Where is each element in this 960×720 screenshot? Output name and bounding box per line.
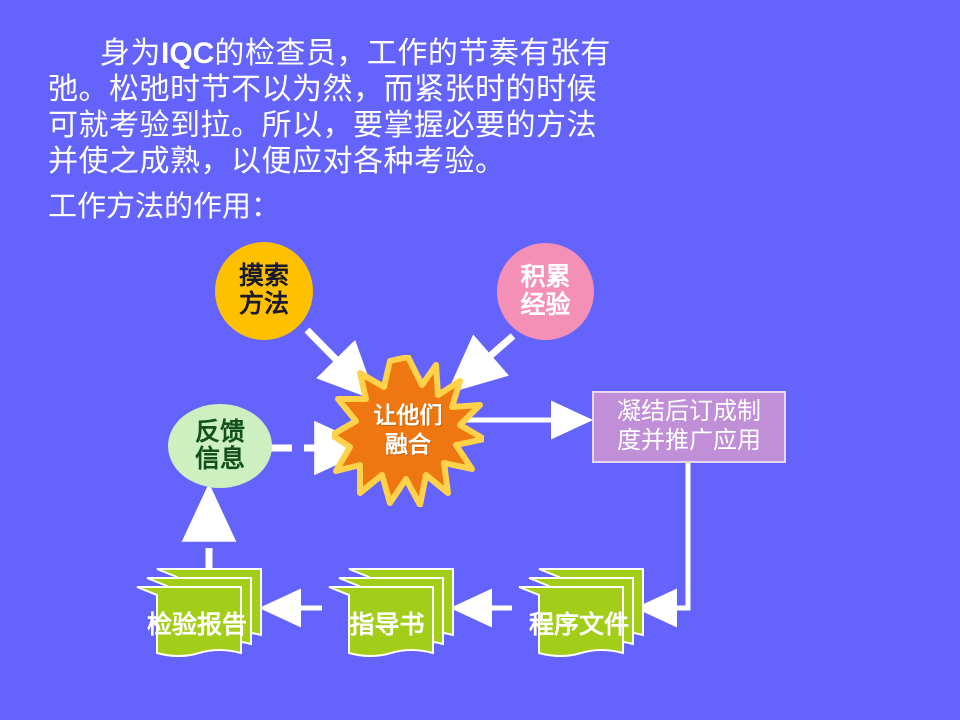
node-codify-policy[interactable]: 凝结后订成制 度并推广应用 (592, 391, 786, 463)
document-stack-icon (136, 568, 262, 657)
body-paragraph: 身为IQC的检查员，工作的节奏有张有 弛。松弛时节不以为然，而紧张时的时候 可就… (48, 36, 668, 180)
node-fuse-them-line-2: 融合 (385, 432, 431, 457)
body-line1-suffix: 的检查员，工作的节奏有张有 (214, 37, 611, 70)
body-line1-prefix: 身为 (100, 37, 161, 70)
node-codify-policy-line-1: 凝结后订成制 (617, 398, 761, 425)
node-explore-methods-line-2: 方法 (238, 291, 289, 318)
node-procedure-document[interactable]: 程序文件 (515, 565, 647, 657)
node-work-instruction-label: 指导书 (349, 612, 425, 639)
starburst-shape (332, 355, 484, 507)
node-feedback-info-line-1: 反馈 (194, 418, 245, 446)
node-accumulate-experience-line-2: 经验 (520, 291, 571, 319)
node-explore-methods[interactable]: 摸索 方法 (215, 242, 313, 340)
node-procedure-document-label: 程序文件 (528, 612, 629, 639)
body-paragraph-line-3: 可就考验到拉。所以，要掌握必要的方法 (48, 109, 597, 142)
node-feedback-info-line-2: 信息 (194, 446, 245, 473)
node-codify-policy-line-2: 度并推广应用 (617, 428, 761, 454)
document-stack-icon (518, 568, 644, 657)
body-paragraph-line-1: 身为IQC的检查员，工作的节奏有张有 (48, 36, 668, 72)
node-explore-methods-line-1: 摸索 (238, 263, 289, 290)
node-inspection-report-label: 检验报告 (146, 612, 247, 639)
body-paragraph-line-2: 弛。松弛时节不以为然，而紧张时的时候 (48, 73, 597, 106)
node-fuse-them-label: 让他们 融合 (332, 355, 484, 507)
body-paragraph-line-4: 并使之成熟，以便应对各种考验。 (48, 145, 506, 178)
iqc-emphasis: IQC (161, 37, 215, 70)
subtitle: 工作方法的作用： (48, 191, 281, 223)
document-stack-icon (328, 568, 454, 657)
node-inspection-report[interactable]: 检验报告 (133, 565, 265, 657)
node-accumulate-experience[interactable]: 积累 经验 (497, 243, 594, 340)
node-work-instruction[interactable]: 指导书 (325, 565, 457, 657)
node-feedback-info[interactable]: 反馈 信息 (168, 404, 272, 488)
node-fuse-them[interactable]: 让他们 融合 (332, 355, 484, 507)
node-accumulate-experience-line-1: 积累 (520, 263, 571, 291)
node-fuse-them-line-1: 让他们 (373, 403, 443, 429)
connector-policy-to-doc-process (635, 463, 691, 628)
